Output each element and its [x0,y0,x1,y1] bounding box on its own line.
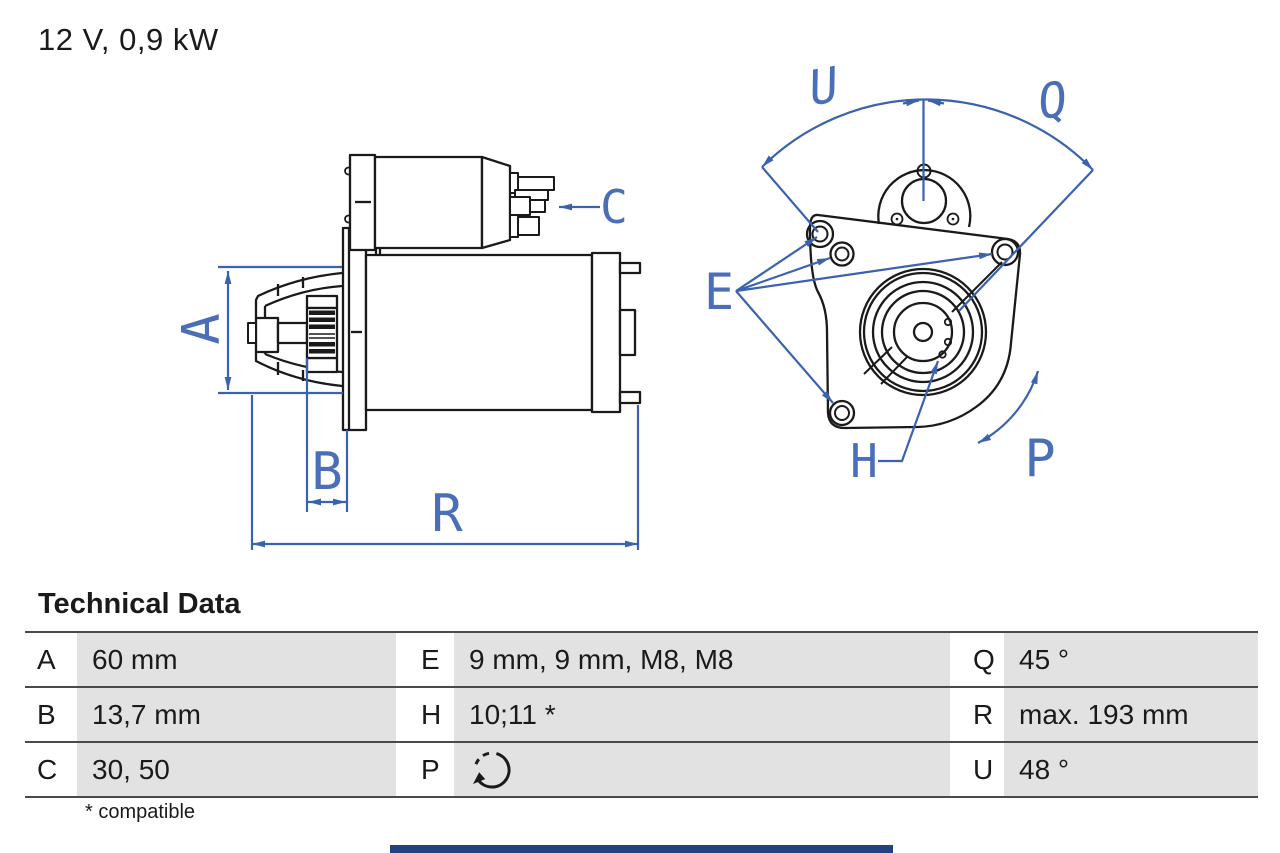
dim-label-b: B [311,442,342,502]
table-value-h: 10;11 * [454,688,950,743]
table-value-q: 45 ° [1004,633,1258,688]
table-key-p: P [396,743,454,798]
dim-label-u: U [805,57,843,117]
footnote: * compatible [85,801,196,823]
table-key-u: U [950,743,1004,798]
dim-label-p: P [1024,429,1055,489]
table-key-b: B [25,688,77,743]
technical-data-table: A 60 mm E 9 mm, 9 mm, M8, M8 Q 45 ° B 13… [25,631,1258,798]
dimension-lines [218,98,1094,550]
rotation-p-arc [977,370,1040,444]
dim-label-h: H [850,434,878,488]
table-value-u: 48 ° [1004,743,1258,798]
dimension-labels: A B R C E H P U Q [172,57,1072,544]
page-title: 12 V, 0,9 kW [38,22,219,57]
table-value-r: max. 193 mm [1004,688,1258,743]
rotation-direction-icon [473,751,511,789]
table-key-h: H [396,688,454,743]
pinion-gear-teeth [309,310,335,354]
table-value-c: 30, 50 [77,743,396,798]
table-value-b: 13,7 mm [77,688,396,743]
table-key-c: C [25,743,77,798]
table-value-e: 9 mm, 9 mm, M8, M8 [454,633,950,688]
dim-label-e: E [704,263,734,321]
table-key-r: R [950,688,1004,743]
table-key-e: E [396,633,454,688]
table-key-a: A [25,633,77,688]
dimension-h-leader [878,360,940,463]
table-value-a: 60 mm [77,633,396,688]
dim-label-q: Q [1034,71,1072,131]
table-key-q: Q [950,633,1004,688]
dim-label-r: R [431,484,463,544]
dim-label-c: C [600,180,628,234]
section-heading: Technical Data [38,588,241,620]
side-view-outline [247,153,642,432]
technical-drawing: A B R C E H P U Q [172,57,1094,550]
bottom-banner-edge [390,845,893,853]
dim-label-a: A [172,313,232,344]
table-value-p [454,743,950,798]
front-view-outline [805,163,1022,430]
